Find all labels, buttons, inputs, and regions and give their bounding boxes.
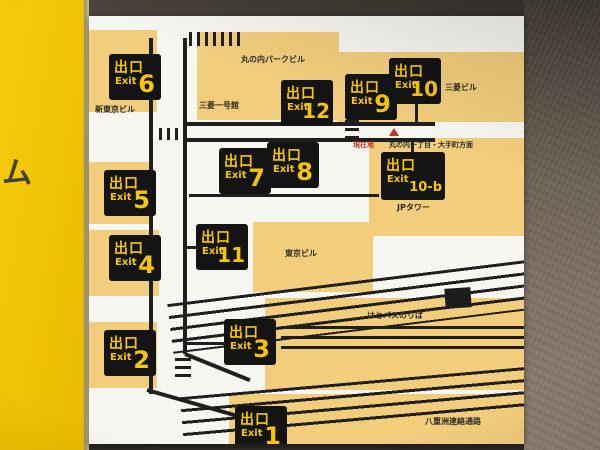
exit-en-label: Exit	[110, 352, 132, 363]
exit-en-label: Exit	[395, 80, 417, 91]
stairs-hatch	[345, 120, 359, 140]
corridor-line	[415, 104, 418, 122]
exit-kanji: 出口	[386, 158, 416, 174]
current-location-label: 現在地	[353, 141, 374, 149]
exit-en-label: Exit	[387, 174, 409, 185]
exit-en-label: Exit	[273, 164, 295, 175]
exit-box-10: 出口 Exit 10	[389, 58, 441, 104]
exit-box-5: 出口 Exit 5	[104, 170, 156, 216]
exit-number: 10	[410, 77, 438, 101]
exit-number: 11	[217, 243, 245, 267]
exit-box-1: 出口 Exit 1	[235, 406, 287, 444]
exit-number: 3	[253, 335, 270, 363]
exit-box-3: 出口 Exit 3	[224, 319, 276, 365]
map-label-park-building: 丸の内パークビル	[241, 55, 305, 64]
corridor-line	[411, 142, 414, 152]
exit-kanji: 出口	[394, 64, 424, 80]
exit-number: 2	[133, 346, 150, 374]
stairs-hatch	[159, 128, 183, 140]
current-location-marker	[389, 128, 399, 136]
exit-box-2: 出口 Exit 2	[104, 330, 156, 376]
exit-en-label: Exit	[115, 257, 137, 268]
building-block	[444, 287, 472, 309]
exit-number: 5	[133, 186, 150, 214]
exit-map-board: 丸の内パークビル 三菱一号館 新東京ビル 三菱ビル JPタワー 東京ビル はとバ…	[89, 16, 524, 444]
side-panel-text: ム	[2, 156, 32, 191]
stairs-hatch	[189, 32, 241, 46]
exit-en-label: Exit	[287, 102, 309, 113]
map-label-hato-bus: はとバスのりば	[367, 311, 423, 320]
exit-box-12: 出口 Exit 12	[281, 80, 333, 126]
corridor-line	[189, 194, 379, 197]
exit-kanji: 出口	[109, 336, 139, 352]
exit-number: 9	[374, 90, 391, 118]
exit-kanji: 出口	[224, 154, 254, 170]
corridor-line	[187, 246, 197, 249]
exit-kanji: 出口	[272, 148, 302, 164]
exit-en-label: Exit	[110, 192, 132, 203]
exit-en-label: Exit	[241, 428, 263, 439]
wall-top	[89, 0, 524, 17]
exit-number: 7	[248, 164, 265, 192]
exit-box-6: 出口 Exit 6	[109, 54, 161, 100]
exit-number: 4	[138, 251, 155, 279]
exit-kanji: 出口	[240, 412, 270, 428]
exit-box-9: 出口 Exit 9	[345, 74, 397, 120]
yellow-side-panel: ム	[0, 0, 84, 450]
map-label-yaesu-passage: 八重洲連絡通路	[425, 417, 481, 426]
exit-box-8: 出口 Exit 8	[267, 142, 319, 188]
exit-kanji: 出口	[114, 241, 144, 257]
map-label-shin-tokyo-building: 新東京ビル	[95, 105, 135, 114]
exit-kanji: 出口	[229, 325, 259, 341]
map-label-tokyo-building: 東京ビル	[285, 249, 317, 258]
wall-bottom	[89, 444, 524, 450]
exit-en-label: Exit	[202, 246, 224, 257]
hatched-area	[281, 326, 524, 356]
exit-box-7: 出口 Exit 7	[219, 148, 271, 194]
map-label-mitsubishi-building: 三菱ビル	[445, 83, 477, 92]
exit-en-label: Exit	[225, 170, 247, 181]
exit-box-11: 出口 Exit 11	[196, 224, 248, 270]
wall-right	[524, 0, 600, 450]
exit-en-label: Exit	[115, 76, 137, 87]
exit-kanji: 出口	[201, 230, 231, 246]
exit-kanji: 出口	[109, 176, 139, 192]
exit-number: 6	[138, 70, 155, 98]
corridor-line	[187, 138, 435, 142]
corridor-line	[183, 38, 187, 354]
exit-kanji: 出口	[350, 80, 380, 96]
exit-en-label: Exit	[351, 96, 373, 107]
map-label-mitsubishi-ichigokan: 三菱一号館	[199, 101, 239, 110]
stairs-hatch	[175, 358, 191, 382]
exit-box-4: 出口 Exit 4	[109, 235, 161, 281]
exit-kanji: 出口	[286, 86, 316, 102]
exit-number: 10-b	[409, 180, 442, 195]
map-label-jp-tower: JPタワー	[397, 203, 430, 212]
exit-number: 12	[302, 99, 330, 123]
exit-number: 8	[296, 158, 313, 186]
exit-kanji: 出口	[114, 60, 144, 76]
panel-gap	[84, 0, 89, 450]
exit-box-10b: 出口 Exit 10-b	[381, 152, 445, 200]
exit-en-label: Exit	[230, 341, 252, 352]
direction-sign-label: 丸の内一丁目・大手町方面	[389, 141, 473, 149]
corridor-line	[149, 38, 153, 394]
exit-number: 1	[264, 422, 281, 444]
